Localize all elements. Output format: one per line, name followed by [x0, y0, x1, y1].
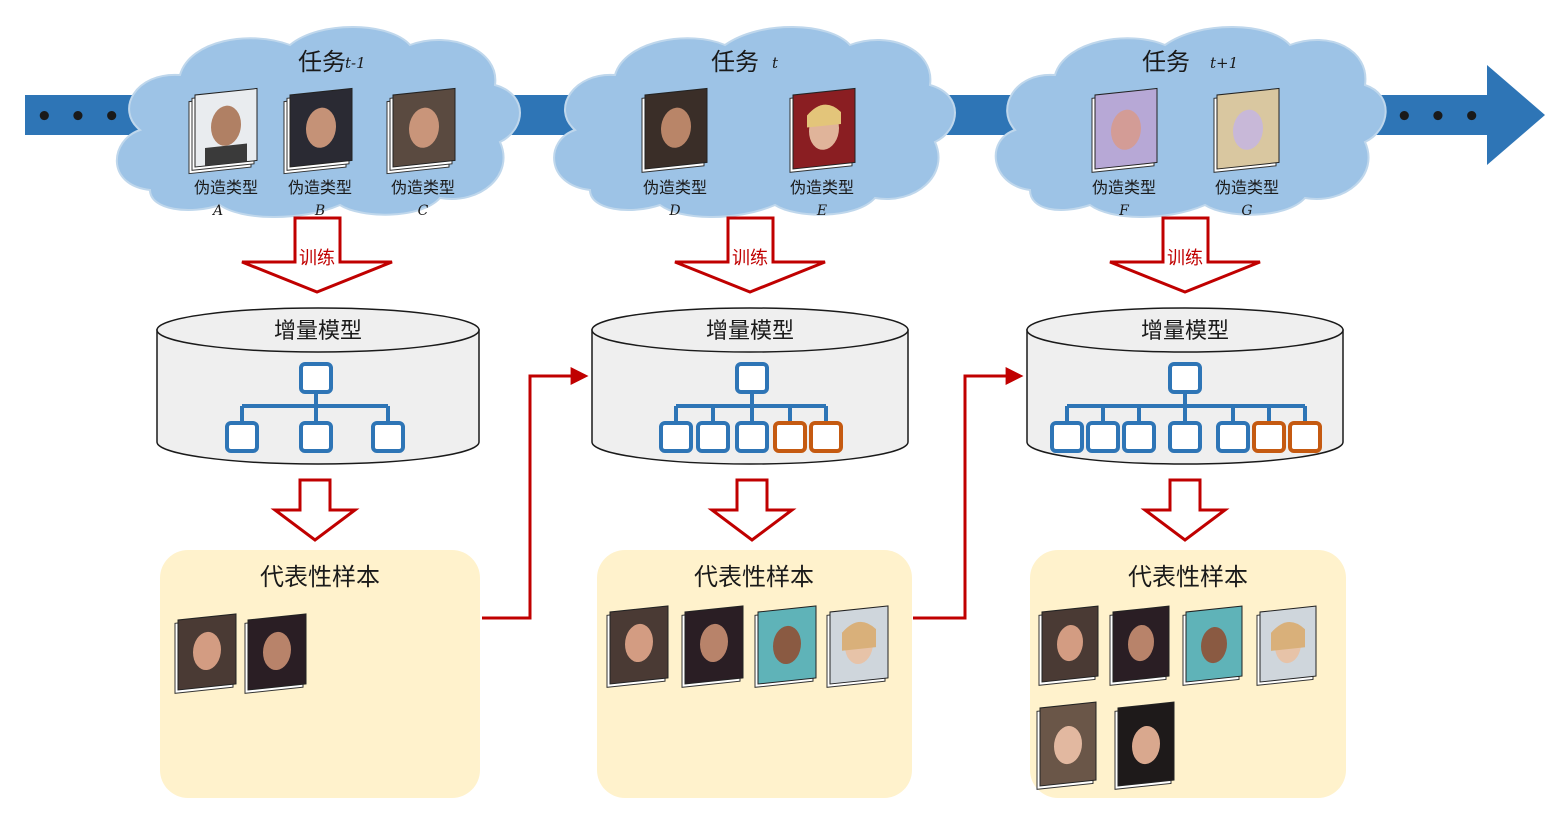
tree-child-node — [696, 421, 730, 453]
tree-child-node — [299, 421, 333, 453]
sample-thumb — [1036, 701, 1097, 790]
tree-child-node — [1216, 421, 1250, 453]
forgery-thumb — [386, 87, 456, 175]
forgery-thumb — [1213, 87, 1280, 173]
sample-thumb — [681, 605, 744, 688]
train-label: 训练 — [299, 248, 335, 269]
task-title: 任务 — [298, 48, 346, 76]
tree-child-node-new — [1252, 421, 1286, 453]
sample-thumb — [826, 605, 889, 688]
task-title: 任务 — [1142, 48, 1190, 76]
task-index: t — [772, 54, 779, 72]
tree-child-node-new — [809, 421, 843, 453]
tree-child-node — [1086, 421, 1120, 453]
forgery-label: 伪造类型 — [643, 178, 707, 197]
forgery-thumb — [188, 87, 258, 175]
sample-thumb — [1038, 605, 1099, 686]
tree-root-node — [735, 362, 769, 394]
tree-child-node — [225, 421, 259, 453]
model-title: 增量模型 — [1141, 319, 1229, 344]
tree-child-node — [1122, 421, 1156, 453]
sample-thumb — [606, 605, 669, 688]
forgery-letter: D — [668, 203, 680, 219]
model-title: 增量模型 — [706, 319, 794, 344]
forgery-thumb — [641, 87, 708, 173]
sample-thumb — [1182, 605, 1243, 686]
sample-thumb — [1109, 605, 1170, 686]
forgery-label: 伪造类型 — [790, 178, 854, 197]
forgery-thumb — [1091, 87, 1158, 173]
model-title: 增量模型 — [274, 319, 362, 344]
train-arrow — [674, 216, 826, 294]
tree-root-node — [1168, 362, 1202, 394]
sample-thumb — [754, 605, 817, 688]
tree-child-node-new — [1288, 421, 1322, 453]
forgery-label: 伪造类型 — [288, 178, 352, 197]
task-group-t-minus-1: 任务 t-1 伪造类型 A 伪造类型 B 伪造类型 C 训 — [115, 26, 521, 798]
forgery-letter: F — [1118, 203, 1130, 219]
forgery-letter: E — [816, 203, 827, 219]
down-arrow — [1140, 478, 1230, 542]
forgery-letter: G — [1241, 203, 1252, 219]
samples-box — [160, 550, 480, 798]
forgery-label: 伪造类型 — [391, 178, 455, 197]
task-index: t+1 — [1210, 54, 1238, 72]
forgery-thumb — [789, 87, 856, 173]
exemplar-link-arrow — [913, 367, 1024, 620]
down-arrow — [707, 478, 797, 542]
tree-child-node — [1050, 421, 1084, 453]
model-tree — [659, 362, 843, 453]
samples-title: 代表性样本 — [694, 563, 814, 591]
train-arrow — [1109, 216, 1261, 294]
tree-child-node — [371, 421, 405, 453]
sample-thumb — [244, 613, 307, 694]
forgery-letter: C — [418, 203, 429, 219]
task-index: t-1 — [345, 54, 366, 72]
model-tree — [225, 362, 405, 453]
forgery-label: 伪造类型 — [1092, 178, 1156, 197]
forgery-thumb — [283, 87, 353, 175]
task-group-t-plus-1: 任务 t+1 伪造类型 F 伪造类型 G 训练 增量模型 — [994, 26, 1387, 798]
samples-title: 代表性样本 — [260, 563, 380, 591]
sample-thumb — [174, 613, 237, 694]
sample-thumb — [1114, 701, 1175, 790]
timeline-arrowhead — [1487, 65, 1545, 165]
task-cloud — [994, 26, 1387, 218]
forgery-label: 伪造类型 — [194, 178, 258, 197]
tree-child-node — [735, 421, 769, 453]
task-group-t: 任务 t 伪造类型 D 伪造类型 E 训练 增量模型 — [553, 26, 956, 798]
train-label: 训练 — [1167, 248, 1203, 269]
tree-child-node — [1168, 421, 1202, 453]
model-tree — [1050, 362, 1322, 453]
forgery-label: 伪造类型 — [1215, 178, 1279, 197]
samples-title: 代表性样本 — [1128, 563, 1248, 591]
forgery-letter: B — [314, 203, 325, 219]
tree-child-node — [659, 421, 693, 453]
tree-child-node-new — [773, 421, 807, 453]
forgery-letter: A — [211, 203, 223, 219]
exemplar-link-arrow — [482, 367, 589, 620]
timeline-ellipsis-left: • • • — [36, 102, 124, 132]
tree-root-node — [299, 362, 333, 394]
train-label: 训练 — [732, 248, 768, 269]
task-title: 任务 — [711, 48, 759, 76]
train-arrow — [241, 216, 393, 294]
sample-thumb — [1256, 605, 1317, 686]
timeline-ellipsis-right: • • • — [1396, 102, 1484, 132]
down-arrow — [270, 478, 360, 542]
